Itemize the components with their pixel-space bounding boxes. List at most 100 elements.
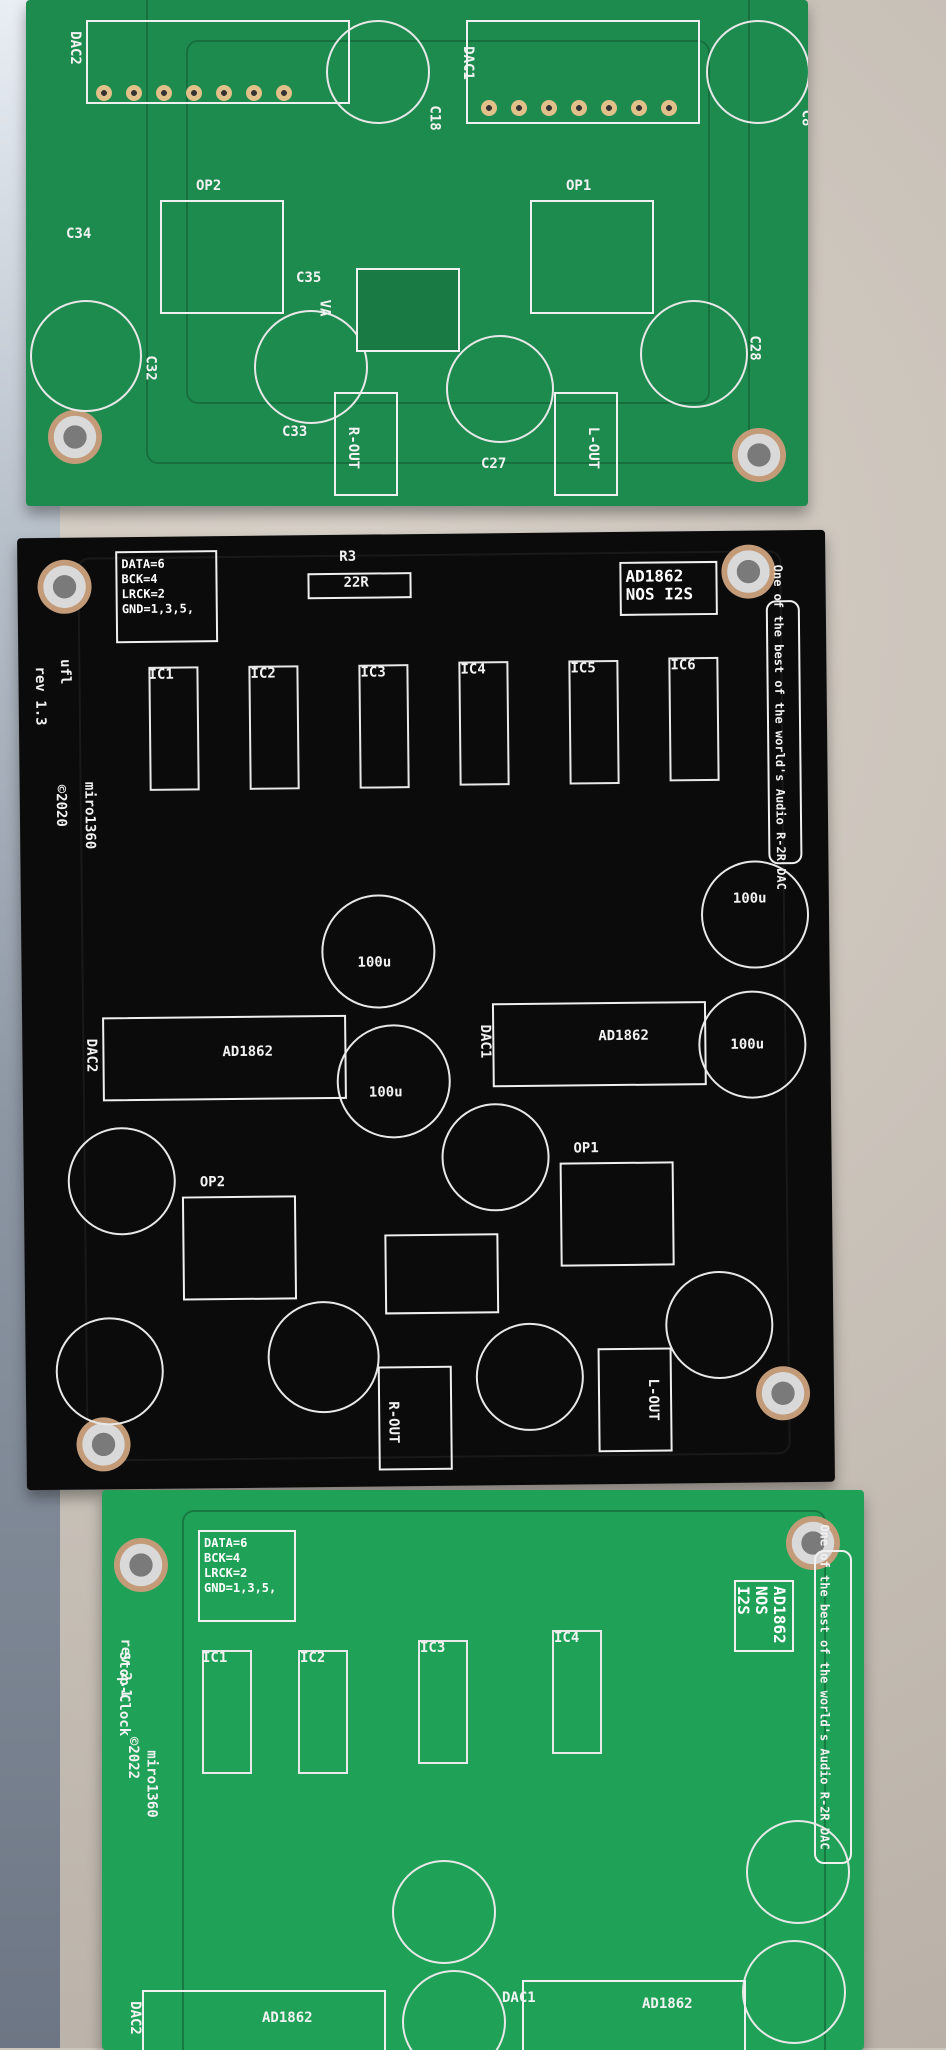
- pin-map-line: BCK=4: [204, 1551, 241, 1565]
- r3-value: 22R: [343, 574, 369, 591]
- ic5-footprint: [568, 659, 620, 785]
- pin-map-line: DATA=6: [121, 556, 165, 572]
- pad: [276, 85, 292, 101]
- c8-label: C8: [798, 109, 808, 127]
- middle-pcb-board: DATA=6 BCK=4 LRCK=2 GND=1,3,5, AD1862 NO…: [17, 529, 835, 1491]
- dac2-chip-text: AD1862: [222, 1043, 274, 1061]
- dac2-label: DAC2: [83, 1038, 100, 1073]
- op2-footprint: [160, 200, 284, 314]
- cap-value: 100u: [732, 890, 767, 907]
- dac1-label: DAC1: [459, 46, 476, 80]
- dac1-footprint: [522, 1980, 746, 2050]
- dac2-label: DAC2: [66, 31, 83, 65]
- chip-mode-box: AD1862 NOS I2S: [619, 560, 718, 616]
- capacitor-c18: [326, 20, 430, 124]
- capacitor-c32: [55, 1316, 165, 1426]
- capacitor-c18: [336, 1023, 452, 1139]
- ic1-label: IC1: [202, 1650, 228, 1666]
- copyright-label: ©2022: [125, 1736, 142, 1780]
- dac2-chip-text: AD1862: [262, 2010, 313, 2026]
- chip-name: AD1862: [770, 1586, 789, 1644]
- ic3-label: IC3: [360, 664, 386, 681]
- c32-label: C32: [142, 355, 159, 381]
- pad: [571, 100, 587, 116]
- va-label: VA: [316, 299, 333, 317]
- c18-label: C18: [426, 105, 443, 131]
- trace: [182, 1510, 826, 2050]
- capacitor-c8: [706, 20, 808, 124]
- mounting-hole: [786, 1516, 840, 1570]
- pad: [481, 100, 497, 116]
- op1-footprint: [530, 200, 654, 314]
- c33-label: C33: [282, 424, 308, 440]
- cap-value: 100u: [730, 1036, 765, 1053]
- stop-clock-label: Stop-Clock: [116, 1651, 133, 1737]
- chip-mode-box: AD1862 NOS I2S: [734, 1580, 794, 1652]
- dac2-footprint: [142, 1990, 386, 2050]
- ic4-footprint: [458, 661, 510, 786]
- c35-label: C35: [296, 270, 322, 286]
- dac1-label: DAC1: [502, 1990, 536, 2006]
- c28-label: C28: [746, 335, 763, 361]
- capacitor-c17: [392, 1860, 496, 1964]
- dac1-footprint: [466, 20, 700, 124]
- pad: [186, 85, 202, 101]
- top-pcb-board: DAC2 DAC1 OP2 OP1 C34 C35 C33 C32 C27 C2…: [26, 0, 808, 506]
- pin-map-box: DATA=6 BCK=4 LRCK=2 GND=1,3,5,: [198, 1530, 296, 1622]
- trace: [146, 0, 750, 464]
- dac2-label: DAC2: [126, 2001, 143, 2035]
- capacitor-c7: [746, 1820, 850, 1924]
- motto-text: One of the best of the world's Audio R-2…: [817, 1524, 832, 1850]
- capacitor-c28: [664, 1270, 774, 1380]
- ic5-label: IC5: [570, 660, 596, 677]
- pad: [216, 85, 232, 101]
- dac1-label: DAC1: [477, 1024, 494, 1059]
- pin-map-line: BCK=4: [121, 571, 158, 587]
- op2-label: OP2: [199, 1174, 226, 1191]
- c34-label: C34: [66, 226, 92, 242]
- pad: [661, 100, 677, 116]
- capacitor-c27: [475, 1322, 585, 1432]
- chip-mode: NOS I2S: [734, 1586, 771, 1615]
- pad: [541, 100, 557, 116]
- mounting-hole: [721, 544, 776, 599]
- ic2-label: IC2: [300, 1650, 326, 1666]
- va-terminal: [356, 268, 460, 352]
- capacitor-c27: [446, 335, 554, 443]
- capacitor-c7: [700, 859, 810, 970]
- bottom-pcb-board: DATA=6 BCK=4 LRCK=2 GND=1,3,5, AD1862 NO…: [102, 1490, 864, 2050]
- ic3-footprint: [418, 1640, 468, 1764]
- pin-map-line: DATA=6: [204, 1536, 248, 1550]
- capacitor-c32: [30, 300, 142, 412]
- ic2-footprint: [298, 1650, 348, 1774]
- chip-name: AD1862: [625, 566, 684, 586]
- l-out-header: [597, 1347, 673, 1453]
- va-terminal: [384, 1233, 500, 1315]
- ic3-label: IC3: [420, 1640, 446, 1656]
- capacitor-c16: [440, 1102, 551, 1212]
- chip-mode: NOS I2S: [625, 584, 694, 604]
- copyright-label: ©2020: [52, 784, 70, 827]
- ic6-footprint: [668, 656, 720, 782]
- capacitor-c28: [640, 300, 748, 408]
- pad: [631, 100, 647, 116]
- ufl-label: ufl: [56, 659, 74, 685]
- mounting-hole: [755, 1366, 811, 1421]
- rev-label: rev 1.3: [31, 666, 49, 726]
- mounting-hole: [37, 559, 92, 615]
- op1-label: OP1: [566, 178, 592, 194]
- ic4-footprint: [552, 1630, 602, 1754]
- ic1-label: IC1: [148, 666, 174, 683]
- capacitor-c8: [742, 1940, 846, 2044]
- ic4-label: IC4: [460, 661, 486, 678]
- mounting-hole: [114, 1538, 168, 1592]
- pad: [601, 100, 617, 116]
- ic2-label: IC2: [250, 665, 276, 682]
- ic1-footprint: [148, 666, 200, 791]
- pin-map-box: DATA=6 BCK=4 LRCK=2 GND=1,3,5,: [115, 550, 219, 644]
- ic2-footprint: [248, 665, 300, 790]
- op2-footprint: [181, 1195, 298, 1301]
- l-out-header: [554, 392, 618, 496]
- pad: [156, 85, 172, 101]
- ic3-footprint: [358, 664, 410, 789]
